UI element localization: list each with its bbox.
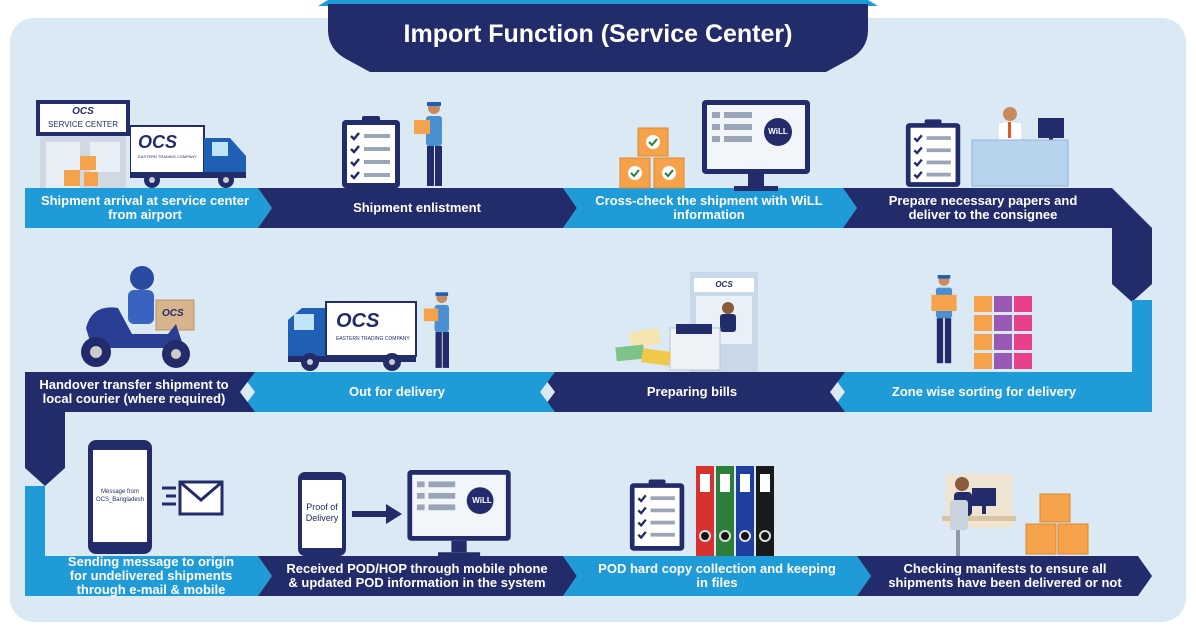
worker-with-box-icon [422,290,458,372]
worker-with-box-icon [412,100,452,190]
will-badge: WiLL [768,127,788,136]
step-2-label: Shipment enlistment [353,200,481,215]
checklist-clipboard-icon [628,478,688,554]
step-9-label: Sending message to origin for undelivere… [67,554,235,597]
truck-with-worker-icon: OCS EASTERN TRADING COMPANY [288,300,420,372]
will-badge-2: WiLL [472,496,492,505]
step-12-label: Checking manifests to ensure all shipmen… [888,561,1122,590]
checklist-clipboard-icon [904,118,964,190]
warehouse-shelves-icon [974,296,1036,372]
worker-with-box-icon [926,270,962,370]
step-4-label: Prepare necessary papers and deliver to … [888,193,1078,222]
cashier-counter-icon: OCS [612,270,760,374]
monitor-will-icon: WiLL [404,470,516,558]
phone-proof-of-delivery-icon: Proof of Delivery [296,470,348,558]
truck-2-logo: OCS [336,310,380,332]
counter-logo: OCS [715,280,733,289]
page-title: Import Function (Service Center) [403,20,793,48]
delivery-truck-icon: OCS EASTERN TRADING COMPANY [130,124,250,190]
file-binders-icon [696,464,774,558]
service-center-logo: OCS [72,106,94,117]
email-envelope-icon [162,478,224,518]
checked-boxes-icon [618,126,688,190]
step-10-label: Received POD/HOP through mobile phone & … [286,561,548,590]
checklist-clipboard-icon [340,116,404,190]
title-banner: Import Function (Service Center) [318,0,878,76]
step-6-label: Preparing bills [646,384,738,399]
monitor-will-icon: WiLL [702,100,812,192]
step-8-label: Handover transfer shipment to local cour… [39,377,229,406]
step-1-label: Shipment arrival at service center from … [40,193,250,222]
scooter-box-logo: OCS [162,308,184,319]
mobile-message-icon: Message from OCS_Bangladesh [86,438,156,556]
service-center-sign: SERVICE CENTER [47,120,119,129]
truck-2-tagline: EASTERN TRADING COMPANY [336,336,410,342]
phone-message-text: Message from OCS_Bangladesh [95,489,145,503]
step-7-label: Out for delivery [348,384,446,399]
step-5-label: Zone wise sorting for delivery [891,384,1077,399]
step-3-label: Cross-check the shipment with WiLL infor… [595,193,823,222]
truck-tagline: EASTERN TRADING COMPANY [138,154,197,159]
desk-worker-with-boxes-icon [936,472,1096,558]
service-center-building-icon: SERVICE CENTER OCS [34,100,134,190]
proof-of-delivery-text: Proof of Delivery [305,502,339,523]
scooter-courier-icon: OCS [72,264,202,372]
arrow-right-icon [352,504,402,524]
office-desk-worker-icon [970,104,1070,188]
truck-logo: OCS [138,132,178,152]
step-11-label: POD hard copy collection and keeping in … [598,561,836,590]
